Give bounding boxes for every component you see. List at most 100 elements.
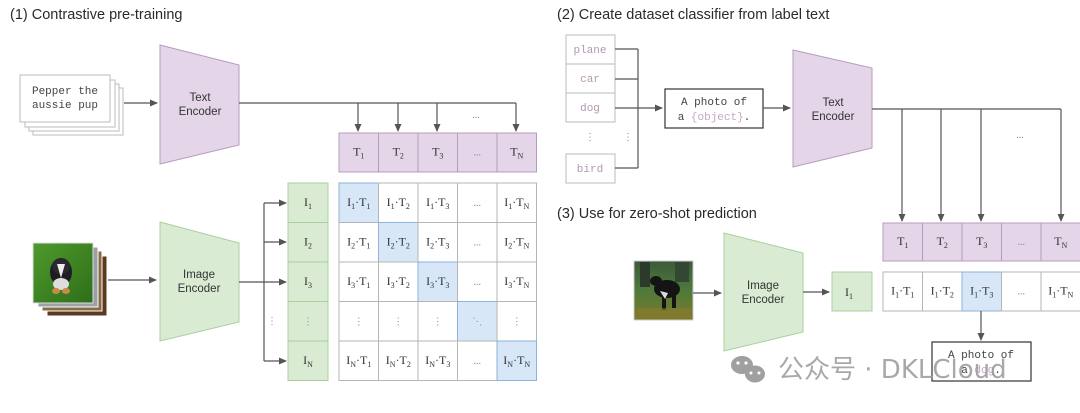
image-encoder-2: Image Encoder (723, 232, 804, 352)
svg-text:Encoder: Encoder (178, 283, 221, 295)
watermark: 公众号 · DKLCloud (731, 355, 1007, 385)
matrix-cell (496, 301, 537, 342)
text-embedding-label: TN (510, 145, 523, 161)
text-embedding-2-cell (922, 222, 963, 262)
score-cell (1040, 271, 1080, 312)
zero-shot-image-embedding: I1 (831, 271, 873, 312)
text-embedding-2-cell (1040, 222, 1080, 262)
image-encoder-1: Image Encoder (159, 221, 240, 342)
class-label-plane: plane (573, 45, 606, 57)
image-embedding-label: ⋮ (303, 317, 313, 328)
matrix-label: I3·T3 (426, 274, 449, 290)
svg-text:⋮: ⋮ (267, 316, 277, 327)
matrix-label: IN·T2 (386, 353, 411, 369)
wechat-icon (731, 356, 765, 383)
text-embeddings-row-2: T1 T2 T3... TN (882, 222, 1080, 262)
text-input-stack: Pepper the aussie pup (19, 74, 124, 136)
text-embedding-cell (378, 132, 419, 173)
matrix-label: I2·TN (504, 234, 529, 250)
matrix-label: I3·TN (504, 274, 529, 290)
matrix-cell (457, 301, 498, 342)
class-label-box (565, 92, 616, 123)
text-embedding-label: T2 (393, 145, 404, 161)
matrix-label: ... (474, 237, 482, 248)
class-label-box (565, 34, 616, 65)
matrix-label: I2·T3 (426, 234, 449, 250)
text-encoder-1: Text Encoder (159, 44, 240, 165)
text-embedding-2-label: T3 (976, 234, 987, 250)
matrix-label: ... (474, 356, 482, 367)
text-embedding-2-label: T2 (937, 234, 948, 250)
text-embedding-2-label: TN (1054, 234, 1067, 250)
text-input-line-1: Pepper the (32, 86, 98, 98)
matrix-cell (496, 222, 537, 263)
matrix-label: ⋮ (354, 316, 364, 327)
zero-shot-image (633, 260, 694, 321)
score-label: I1·T2 (931, 284, 954, 300)
matrix-label: IN·T3 (425, 353, 450, 369)
text-embedding-arrows-2 (872, 108, 1065, 222)
text-embedding-2-cell (1001, 222, 1042, 262)
matrix-cell (338, 222, 379, 263)
matrix-label: ⋮ (512, 316, 522, 327)
matrix-cell (378, 182, 419, 223)
image-embedding-label: I3 (304, 274, 312, 290)
embedding-ellipsis: ... (1016, 130, 1024, 141)
matrix-label: I1·T2 (387, 195, 410, 211)
text-embedding-2-label: T1 (897, 234, 908, 250)
score-cell (922, 271, 963, 312)
svg-text:A photo of: A photo of (681, 97, 747, 109)
class-label-car: car (580, 74, 600, 86)
matrix-label: ⋱ (472, 316, 482, 327)
panel2-title: (2) Create dataset classifier from label… (557, 7, 829, 23)
matrix-cell (496, 340, 537, 381)
panel1-title: (1) Contrastive pre-training (10, 7, 182, 23)
matrix-label: I3·T2 (387, 274, 410, 290)
image-embedding-cell (287, 261, 329, 302)
svg-text:Text: Text (189, 92, 211, 104)
matrix-cell (417, 261, 458, 302)
matrix-cell (417, 182, 458, 223)
matrix-label: ... (474, 277, 482, 288)
matrix-cell (378, 340, 419, 381)
image-embedding-cell (287, 340, 329, 381)
score-label: ... (1018, 287, 1026, 298)
text-embedding-2-label: ... (1018, 237, 1026, 248)
svg-text:Encoder: Encoder (812, 111, 855, 123)
svg-text:Encoder: Encoder (742, 294, 785, 306)
text-embedding-cell (457, 132, 498, 173)
matrix-label: IN·TN (503, 353, 530, 369)
prediction-box: A photo of a dog. (931, 341, 1032, 382)
text-embedding-2-cell (882, 222, 923, 262)
image-embedding-label: I2 (304, 235, 312, 251)
image-input-stack (32, 242, 108, 317)
matrix-label: I1·T1 (347, 195, 370, 211)
matrix-cell (496, 182, 537, 223)
svg-text:A photo of: A photo of (948, 350, 1014, 362)
text-embedding-label: T3 (432, 145, 443, 161)
class-label-ellipsis: ⋮ (585, 132, 595, 143)
label-connectors (615, 48, 663, 169)
matrix-cell (417, 340, 458, 381)
text-embedding-cell (496, 132, 537, 173)
svg-text:公众号 · DKLCloud: 公众号 · DKLCloud (778, 355, 1007, 385)
image-embedding-cell (287, 222, 329, 263)
matrix-cell (338, 340, 379, 381)
svg-text:I1: I1 (845, 285, 853, 301)
text-input-line-2: aussie pup (32, 100, 98, 112)
svg-text:⋮: ⋮ (623, 132, 633, 143)
matrix-label: ⋮ (433, 316, 443, 327)
score-label: I1·T1 (891, 284, 914, 300)
text-embedding-label: T1 (353, 145, 364, 161)
image-embedding-label: I1 (304, 195, 312, 211)
matrix-label: I1·TN (504, 195, 529, 211)
class-label-box (565, 63, 616, 94)
